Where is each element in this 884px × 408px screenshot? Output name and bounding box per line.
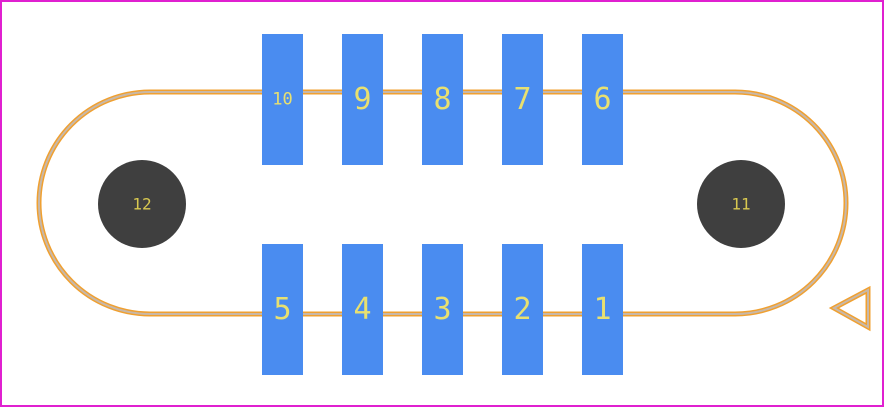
- mounting-holes: 12 11: [98, 160, 785, 248]
- mounting-hole-11: 11: [697, 160, 785, 248]
- top-pad-10: 10: [262, 34, 303, 165]
- hole-label: 12: [132, 195, 151, 214]
- bottom-pad-2: 2: [502, 244, 543, 375]
- hole-circle: [697, 160, 785, 248]
- pad-rect: [422, 34, 463, 165]
- pad-label: 2: [513, 292, 531, 327]
- pad-rect: [502, 34, 543, 165]
- pad-label: 1: [593, 292, 611, 327]
- pad-label: 3: [433, 292, 451, 327]
- pad-label: 5: [273, 292, 291, 327]
- pad-rect: [262, 244, 303, 375]
- pad-rect: [502, 244, 543, 375]
- mounting-hole-12: 12: [98, 160, 186, 248]
- bottom-pad-row: 5 4 3 2 1: [262, 244, 623, 375]
- pin1-marker-icon: [828, 285, 871, 332]
- top-pad-row: 10 9 8 7 6: [262, 34, 623, 165]
- pad-rect: [342, 34, 383, 165]
- pad-label: 10: [272, 90, 292, 110]
- pad-label: 7: [513, 82, 531, 117]
- pad-rect: [582, 34, 623, 165]
- pad-rect: [262, 34, 303, 165]
- bottom-pad-1: 1: [582, 244, 623, 375]
- top-pad-9: 9: [342, 34, 383, 165]
- pad-rect: [422, 244, 463, 375]
- top-pad-8: 8: [422, 34, 463, 165]
- bottom-pad-3: 3: [422, 244, 463, 375]
- pad-label: 9: [353, 82, 371, 117]
- bottom-pad-5: 5: [262, 244, 303, 375]
- top-pad-7: 7: [502, 34, 543, 165]
- pad-label: 4: [353, 292, 371, 327]
- pad-label: 8: [433, 82, 451, 117]
- pad-rect: [342, 244, 383, 375]
- pad-rect: [582, 244, 623, 375]
- hole-label: 11: [731, 195, 750, 214]
- bottom-pad-4: 4: [342, 244, 383, 375]
- silkscreen-outline: [36, 89, 849, 317]
- top-pad-6: 6: [582, 34, 623, 165]
- hole-circle: [98, 160, 186, 248]
- pad-label: 6: [593, 82, 611, 117]
